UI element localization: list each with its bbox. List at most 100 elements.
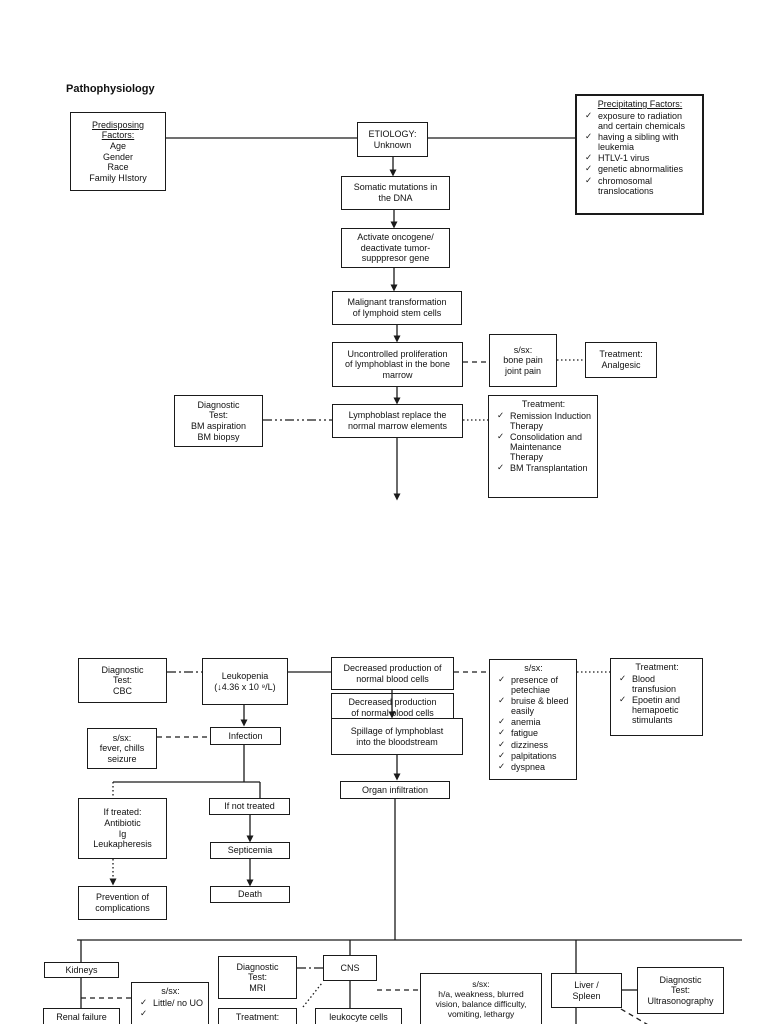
check-icon: ✓ (584, 163, 593, 174)
text-line: Diagnostic (197, 399, 240, 410)
text-line: (↓4.36 x 10 ⁹/L) (214, 681, 276, 692)
box-treatment-blood: Treatment: ✓Blood transfusion✓Epoetin an… (610, 658, 703, 736)
check-icon: ✓ (496, 462, 505, 473)
box-label: CNS (340, 962, 360, 973)
text-line: of normal blood cells (351, 707, 434, 718)
box-organ-infiltration: Organ infiltration (340, 781, 450, 799)
check-list-item: ✓fatigue (494, 727, 573, 739)
text-line: Diagnostic (236, 961, 279, 972)
check-icon: ✓ (139, 996, 148, 1007)
text-line: Test: (208, 410, 228, 421)
text-line: Decreased production (348, 696, 437, 707)
box-activate-oncogene: Activate oncogene/deactivate tumor-suppp… (341, 228, 450, 268)
text-line: complications (95, 903, 150, 913)
text-line: vomiting, lethargy (447, 1009, 515, 1020)
text-line: of lymphoblast in the bone (344, 359, 451, 370)
text-line: Unknown (373, 139, 412, 150)
check-icon: ✓ (496, 409, 505, 420)
text-line: Somatic mutations in (353, 182, 438, 193)
check-icon: ✓ (618, 693, 627, 704)
text-line: Diagnostic (101, 664, 144, 675)
text-line: h/a, weakness, blurred (438, 988, 524, 999)
check-icon: ✓ (497, 673, 506, 684)
check-icon: ✓ (497, 727, 506, 738)
check-list-item: ✓Blood transfusion (615, 673, 699, 694)
text-line: into the bloodstream (356, 736, 438, 747)
check-icon: ✓ (497, 749, 506, 760)
text-line: Spleen (572, 990, 601, 1001)
text-line: Age (109, 140, 126, 151)
check-icon: ✓ (139, 1007, 148, 1018)
box-precipitating-factors: Precipitating Factors: ✓exposure to radi… (575, 94, 704, 215)
check-list: ✓Little/ no UO✓ (136, 996, 205, 1020)
box-heading: Predisposing (91, 119, 145, 130)
text-line: Ig (118, 828, 127, 839)
text-line: Treatment: (599, 349, 643, 360)
text-line: BM biopsy (197, 431, 240, 442)
box-heading: Factors: (101, 130, 135, 141)
text-line: supppresor gene (361, 253, 430, 264)
check-list-item: ✓ palpitations (494, 749, 573, 761)
check-icon: ✓ (584, 152, 593, 163)
text-line: Leukopenia (221, 670, 269, 681)
check-item-label: Remission Induction Therapy (510, 410, 592, 431)
text-line: s/sx: (472, 978, 490, 989)
check-item-label: exposure to radiation and certain chemic… (598, 110, 686, 131)
text-line: Race (107, 162, 129, 173)
check-icon: ✓ (584, 174, 593, 185)
text-line: joint pain (504, 365, 542, 376)
box-treatment-analgesic: Treatment:Analgesic (585, 342, 657, 378)
check-list: ✓Blood transfusion✓Epoetin and hemapoeti… (615, 673, 699, 727)
check-icon: ✓ (584, 109, 593, 120)
box-label: Kidneys (65, 964, 98, 975)
box-lines: Activate oncogene/deactivate tumor-suppp… (344, 232, 447, 264)
check-item-label: palpitations (511, 750, 557, 761)
text-line: bone pain (503, 355, 543, 366)
box-leukopenia: Leukopenia(↓4.36 x 10 ⁹/L) (202, 658, 288, 705)
box-treatment-cns: Treatment: (218, 1008, 297, 1024)
check-icon: ✓ (584, 130, 593, 141)
box-label: Infection (228, 730, 263, 741)
text-line: marrow (382, 369, 413, 380)
text-line: ETIOLOGY: (368, 128, 417, 139)
text-line: MRI (249, 982, 266, 993)
box-kidneys: Kidneys (44, 962, 119, 978)
text-line: fever, chills (99, 743, 145, 754)
box-heading: Treatment: (521, 399, 566, 409)
check-list-item: ✓anemia (494, 716, 573, 727)
box-ssx-urine-output: s/sx: ✓Little/ no UO✓ (131, 982, 209, 1024)
box-heading: s/sx: (524, 663, 543, 673)
check-icon: ✓ (496, 430, 505, 441)
text-line: BM aspiration (190, 421, 247, 431)
check-list-item: ✓HTLV-1 virus (581, 152, 699, 163)
check-icon: ✓ (497, 694, 506, 705)
check-item-label: genetic abnormalities (598, 164, 684, 175)
text-line: normal blood cells (356, 673, 429, 684)
box-label: Death (237, 889, 263, 900)
box-lines: Liver /Spleen (554, 980, 619, 1001)
box-label: Treatment: (235, 1011, 280, 1022)
box-renal-failure: Renal failure (43, 1008, 120, 1024)
check-list: ✓Remission Induction Therapy✓Consolidati… (493, 409, 594, 475)
check-item-label: presence of petechiae (511, 674, 559, 695)
text-line: Liver / (574, 979, 599, 990)
check-list-item: ✓chromosomal translocations (581, 174, 699, 196)
check-list-item: ✓ Remission Induction Therapy (493, 409, 594, 431)
